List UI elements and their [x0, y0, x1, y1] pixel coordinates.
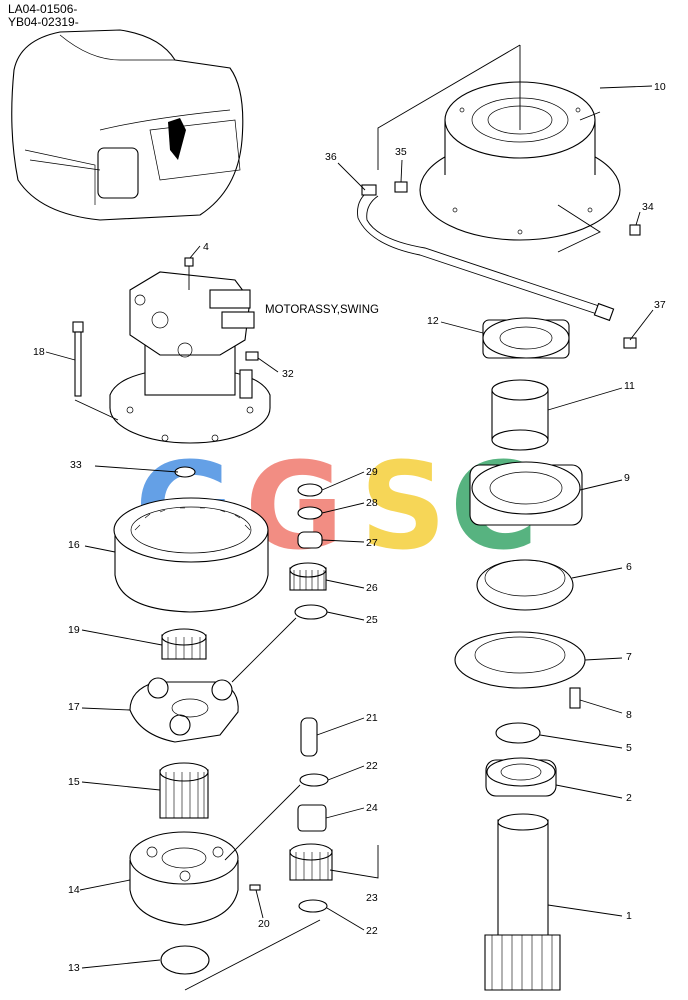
callout-33: 33	[70, 459, 82, 471]
part-13-snap-ring	[160, 945, 210, 975]
callout-5: 5	[626, 742, 632, 754]
callout-36: 36	[325, 151, 337, 163]
part-17-carrier	[129, 677, 239, 743]
callout-24: 24	[366, 802, 378, 814]
part-32-plug	[245, 351, 259, 361]
part-6-seal	[476, 559, 574, 611]
swing-motor-assembly	[109, 271, 271, 444]
callout-19: 19	[68, 624, 80, 636]
callout-15: 15	[68, 776, 80, 788]
callout-26: 26	[366, 582, 378, 594]
watermark-letter-s: S	[360, 438, 446, 577]
diagram-code-line-1: LA04-01506-	[8, 2, 78, 16]
callout-34: 34	[642, 201, 654, 213]
callout-32: 32	[282, 368, 294, 380]
part-20-spring-pin	[249, 884, 261, 891]
callout-6: 6	[626, 561, 632, 573]
callout-2: 2	[626, 792, 632, 804]
callout-12: 12	[427, 315, 439, 327]
part-27-collar	[297, 531, 323, 549]
part-1-pinion-shaft	[484, 813, 561, 991]
part-9-bearing	[469, 461, 583, 526]
callout-numbers: 10 35 36 34 4 37 12 18 32 11 33 29 9 28 …	[33, 81, 666, 974]
callout-11: 11	[624, 380, 635, 392]
callout-27: 27	[366, 537, 378, 549]
part-28-washer	[297, 506, 323, 520]
callout-13: 13	[68, 962, 80, 974]
part-21-pin	[300, 717, 318, 757]
diagram-code-line-2: YB04-02319-	[8, 15, 79, 29]
part-29-washer	[297, 483, 323, 497]
callout-20: 20	[258, 918, 270, 930]
part-7-cover	[454, 631, 586, 689]
excavator-thumbnail	[11, 29, 244, 221]
part-16-ring-gear	[113, 497, 269, 613]
callout-8: 8	[626, 709, 632, 721]
part-8-bolt	[569, 687, 581, 709]
part-5-o-ring	[495, 722, 541, 744]
part-37-plug	[623, 337, 637, 349]
part-14-carrier	[129, 831, 239, 926]
callout-16: 16	[68, 539, 80, 551]
callout-7: 7	[626, 651, 632, 663]
callout-10: 10	[654, 81, 666, 93]
part-19-sun-gear	[161, 628, 207, 660]
callout-1: 1	[626, 910, 632, 922]
part-12-bearing	[482, 317, 570, 359]
part-22-thrust-washer-lower	[298, 899, 328, 913]
callout-18: 18	[33, 346, 45, 358]
callout-9: 9	[624, 472, 630, 484]
part-36-hose	[357, 184, 615, 322]
callout-35: 35	[395, 146, 407, 158]
part-15-gear	[159, 762, 209, 819]
callout-14: 14	[68, 884, 80, 896]
leader-lines	[45, 44, 654, 991]
callout-23: 23	[366, 892, 378, 904]
part-23-planet-gear	[289, 843, 333, 881]
part-4-bolt	[184, 257, 194, 290]
callout-17: 17	[68, 701, 80, 713]
part-22-thrust-washer-upper	[299, 773, 329, 787]
part-18-long-bolt	[72, 321, 84, 397]
callout-37: 37	[654, 299, 666, 311]
callout-22-upper: 22	[366, 760, 378, 772]
part-26-gear	[289, 562, 327, 591]
part-24-needle-bearing	[297, 804, 327, 832]
callout-25: 25	[366, 614, 378, 626]
part-35-fitting	[394, 181, 408, 193]
part-2-oil-seal	[485, 757, 557, 797]
part-11-collar	[491, 379, 549, 451]
callout-21: 21	[366, 712, 378, 724]
assembly-label: MOTORASSY,SWING	[265, 304, 379, 316]
callout-4: 4	[203, 241, 209, 253]
callout-28: 28	[366, 497, 378, 509]
callout-29: 29	[366, 466, 378, 478]
callout-22-lower: 22	[366, 925, 378, 937]
part-34-plug	[629, 224, 641, 236]
part-25-thrust-washer	[294, 604, 328, 620]
